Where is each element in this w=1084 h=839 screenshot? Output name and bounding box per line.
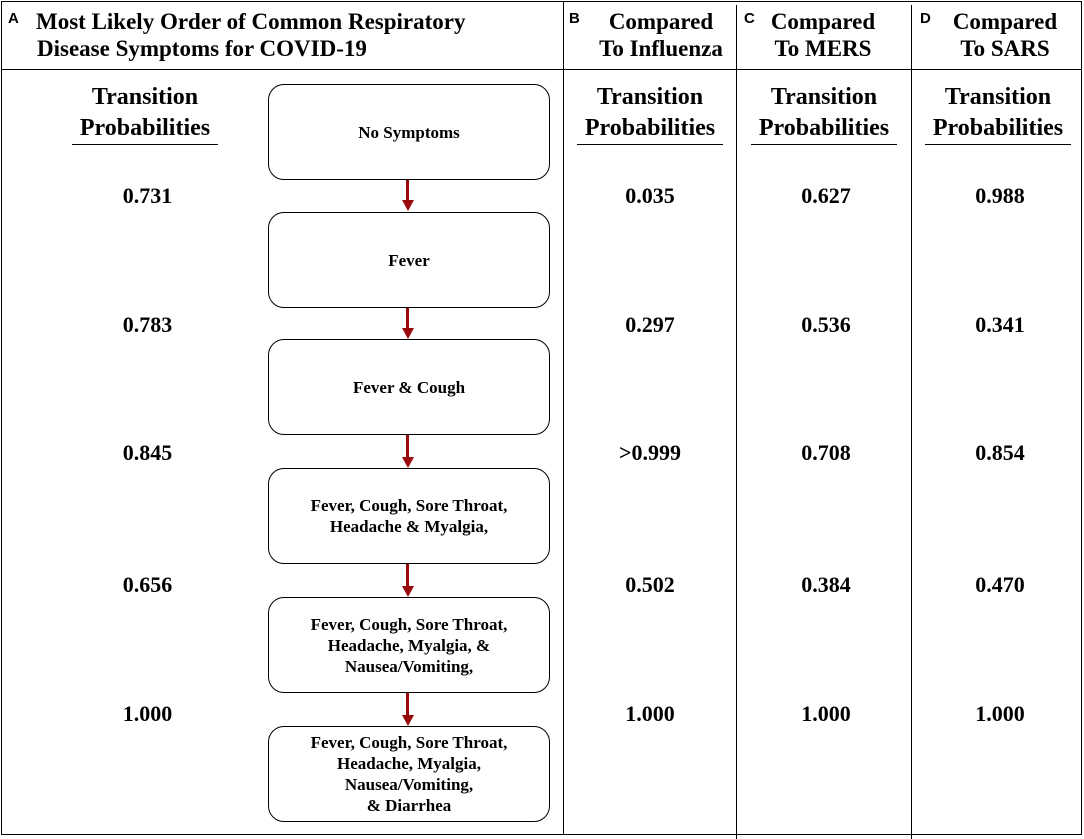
state-box-no-symptoms: No Symptoms (268, 84, 550, 180)
prob-mers-3: 0.708 (801, 440, 851, 465)
prob-influenza-5: 1.000 (625, 701, 675, 726)
panel-letter-c: C (744, 10, 755, 27)
panel-b-title-line1: Compared (608, 9, 714, 34)
prob-covid19-2: 0.783 (122, 312, 173, 337)
prob-influenza-3: >0.999 (618, 440, 682, 465)
panel-a-title-line2: Disease Symptoms for COVID-19 (37, 36, 367, 61)
prob-covid19-3: 0.845 (122, 440, 173, 465)
prob-influenza-2: 0.297 (625, 312, 675, 337)
tp-header-influenza: Transition Probabilities (566, 82, 734, 145)
state-box-with-diarrhea: Fever, Cough, Sore Throat, Headache, Mya… (268, 726, 550, 822)
prob-sars-4: 0.470 (975, 572, 1025, 597)
prob-sars-3: 0.854 (975, 440, 1025, 465)
divider-a-b (563, 1, 564, 835)
tp-header-sars: Transition Probabilities (913, 82, 1083, 145)
panel-c-title: Compared To MERS (762, 8, 884, 62)
header-divider (1, 69, 1082, 70)
divider-c-d (911, 5, 912, 839)
prob-mers-5: 1.000 (801, 701, 851, 726)
state-box-fever-cough-sorethroat-headache-myalgia: Fever, Cough, Sore Throat, Headache & My… (268, 468, 550, 564)
tp-header-covid19: Transition Probabilities (40, 82, 250, 145)
panel-c-title-line1: Compared (770, 9, 876, 34)
prob-mers-4: 0.384 (801, 572, 851, 597)
prob-sars-1: 0.988 (975, 183, 1025, 208)
panel-c-title-line2: To MERS (774, 36, 872, 61)
state-box-with-nausea-vomiting: Fever, Cough, Sore Throat, Headache, Mya… (268, 597, 550, 693)
panel-a-title-line1: Most Likely Order of Common Respiratory (36, 9, 466, 34)
prob-influenza-4: 0.502 (625, 572, 675, 597)
panel-a-title: Most Likely Order of Common Respiratory … (36, 8, 556, 62)
panel-d-title-line1: Compared (952, 9, 1058, 34)
panel-b-title: Compared To Influenza (588, 8, 734, 62)
state-box-fever: Fever (268, 212, 550, 308)
prob-covid19-5: 1.000 (122, 701, 173, 726)
prob-influenza-1: 0.035 (625, 183, 675, 208)
panel-letter-b: B (569, 10, 580, 27)
panel-letter-a: A (8, 10, 19, 27)
panel-letter-d: D (920, 10, 931, 27)
panel-d-title-line2: To SARS (960, 36, 1050, 61)
panel-d-title: Compared To SARS (940, 8, 1070, 62)
panel-b-title-line2: To Influenza (599, 36, 723, 61)
prob-mers-2: 0.536 (801, 312, 851, 337)
state-box-fever-cough: Fever & Cough (268, 339, 550, 435)
prob-covid19-4: 0.656 (122, 572, 173, 597)
prob-covid19-1: 0.731 (122, 183, 173, 208)
divider-b-c (736, 5, 737, 839)
tp-header-mers: Transition Probabilities (739, 82, 909, 145)
prob-sars-2: 0.341 (975, 312, 1025, 337)
prob-mers-1: 0.627 (801, 183, 851, 208)
prob-sars-5: 1.000 (975, 701, 1025, 726)
